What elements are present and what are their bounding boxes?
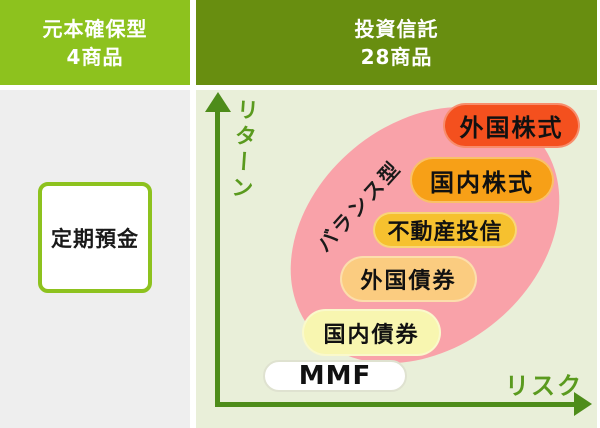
bubble-real-estate-trust: 不動産投信 xyxy=(373,212,517,248)
x-axis-line xyxy=(215,402,575,407)
principal-guaranteed-header: 元本確保型 4商品 xyxy=(0,0,190,85)
principal-guaranteed-body: 定期預金 xyxy=(0,90,190,428)
bubble-foreign-stocks: 外国株式 xyxy=(443,103,580,148)
bubble-domestic-stocks: 国内株式 xyxy=(410,157,554,203)
bubble-mmf: MMF xyxy=(263,360,407,392)
y-axis-line xyxy=(215,104,220,404)
time-deposit-label: 定期預金 xyxy=(51,226,139,251)
bubble-foreign-bonds: 外国債券 xyxy=(340,256,477,302)
investment-trust-title: 投資信託 xyxy=(354,16,439,41)
investment-trust-column: 投資信託 28商品 バランス型 リターン リスク 外国株式 国内株式 不動産投信… xyxy=(196,0,597,428)
x-axis-label: リスク xyxy=(505,372,583,400)
y-axis-arrowhead-icon xyxy=(205,92,231,112)
principal-guaranteed-title: 元本確保型 xyxy=(42,16,148,41)
risk-return-chart: バランス型 リターン リスク 外国株式 国内株式 不動産投信 外国債券 国内債券… xyxy=(196,90,597,428)
y-axis-label: リターン xyxy=(226,97,259,203)
bubble-domestic-bonds: 国内債券 xyxy=(302,309,441,356)
principal-guaranteed-count: 4商品 xyxy=(66,44,124,69)
time-deposit-box: 定期預金 xyxy=(38,182,152,293)
investment-trust-header: 投資信託 28商品 xyxy=(196,0,597,85)
x-axis-arrowhead-icon xyxy=(574,392,592,416)
principal-guaranteed-column: 元本確保型 4商品 定期預金 xyxy=(0,0,190,428)
investment-trust-count: 28商品 xyxy=(360,44,433,69)
